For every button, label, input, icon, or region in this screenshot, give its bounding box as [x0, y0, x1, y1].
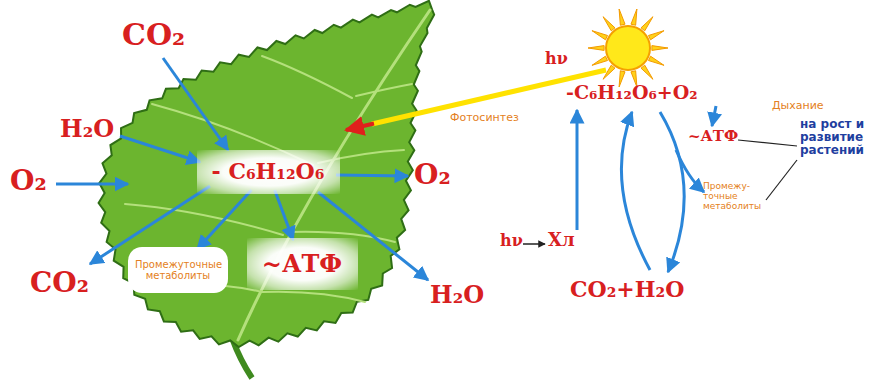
label-text: O₂ [10, 166, 47, 197]
glow-spot: - C₆H₁₂O₆ [197, 150, 340, 194]
flow-arrow [197, 190, 251, 249]
label-text: Промежу- точные метаболиты [703, 182, 767, 212]
light-to-chlorophyll-arrow [523, 243, 545, 245]
metabolite-box: Промежуточные метаболиты [128, 247, 228, 293]
leaf-veins [125, 10, 430, 340]
node-text: - C₆H₁₂O₆ [212, 159, 325, 184]
label-text: на рост и развитие растений [800, 118, 884, 158]
node-text: ~АТФ [262, 250, 342, 278]
label-text: Дыхание [772, 100, 824, 112]
gas-arrows [56, 58, 428, 280]
sun-rays [588, 9, 668, 87]
label-text: hν [545, 50, 568, 68]
light-arrow [346, 124, 374, 131]
label-text: ~АТФ [688, 128, 738, 145]
label-text: CO₂+H₂O [570, 277, 684, 301]
label-text: H₂O [60, 116, 114, 142]
label-text: hν [500, 232, 523, 250]
label-text: Фотосинтез [450, 112, 519, 124]
leaf [99, 1, 435, 347]
node-text: Промежуточные метаболиты [135, 259, 221, 282]
label-text: Хл [548, 230, 575, 250]
sun [606, 26, 650, 70]
label-text: CO₂ [30, 268, 89, 299]
label-text: O₂ [414, 160, 451, 191]
label-text: CO₂ [122, 18, 185, 51]
label-text: -C₆H₁₂O₆+O₂ [566, 82, 698, 103]
flow-arrow [275, 190, 293, 240]
label-text: H₂O [430, 282, 484, 308]
glow-spot: ~АТФ [247, 238, 358, 290]
